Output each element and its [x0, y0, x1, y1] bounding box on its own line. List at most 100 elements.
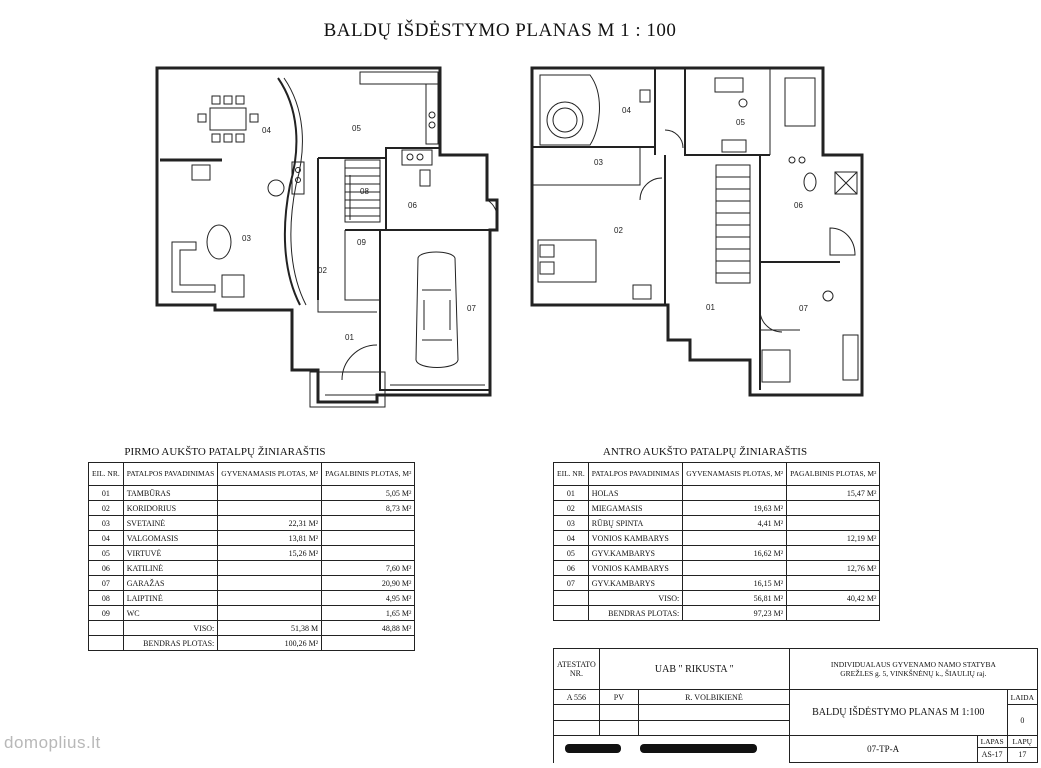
cell	[217, 575, 323, 591]
cell: 20,90 M²	[321, 575, 416, 591]
total-living: 51,38 M	[217, 620, 323, 636]
p1-room-09: 09	[357, 238, 366, 247]
cell: 04	[553, 530, 589, 546]
cell: 05	[88, 545, 124, 561]
cell	[217, 500, 323, 516]
cell: 12,19 M²	[786, 530, 881, 546]
cell	[682, 560, 788, 576]
p2-room-01: 01	[706, 303, 715, 312]
cell	[682, 530, 788, 546]
cell: 4,41 M²	[682, 515, 788, 531]
cell	[217, 590, 323, 606]
cell: 03	[553, 515, 589, 531]
p1-room-01: 01	[345, 333, 354, 342]
cell: 13,81 M²	[217, 530, 323, 546]
redaction-mark	[565, 744, 621, 753]
cell: 7,60 M²	[321, 560, 416, 576]
watermark: domoplius.lt	[4, 733, 101, 752]
table1-header: EIL. NR.	[88, 462, 124, 486]
table2-grand-row: BENDRAS PLOTAS:97,23 M²	[553, 605, 881, 621]
p1-room-04: 04	[262, 126, 271, 135]
cell: 8,73 M²	[321, 500, 416, 516]
cell	[217, 560, 323, 576]
p1-room-08: 08	[360, 187, 369, 196]
cell: 07	[553, 575, 589, 591]
total-label: VISO:	[587, 590, 684, 606]
first-floor-plan: 01 02 03 04 05 06 07 08 09	[155, 66, 499, 408]
p2-room-06: 06	[794, 201, 803, 210]
drawing-code: 07-TP-A	[788, 734, 978, 764]
table1-header: PAGALBINIS PLOTAS, M²	[321, 462, 416, 486]
cell: 16,62 M²	[682, 545, 788, 561]
cell: 5,05 M²	[321, 485, 416, 501]
cell	[786, 545, 881, 561]
cell: MIEGAMASIS	[587, 500, 684, 516]
cell: 09	[88, 605, 124, 621]
floor-plans: 01 02 03 04 05 06 07 08 09	[155, 66, 864, 408]
table2-header: PATALPOS PAVADINIMAS	[587, 462, 684, 486]
table1-header: PATALPOS PAVADINIMAS	[122, 462, 219, 486]
table2: EIL. NR. PATALPOS PAVADINIMAS GYVENAMASI…	[553, 462, 881, 621]
cell	[682, 485, 788, 501]
cell: 4,95 M²	[321, 590, 416, 606]
cell: 04	[88, 530, 124, 546]
grand-value: 100,26 M²	[217, 635, 323, 651]
cell: VONIOS KAMBARYS	[587, 560, 684, 576]
drawing-title: BALDŲ IŠDĖSTYMO PLANAS M 1 : 100	[323, 20, 677, 41]
cell: 15,26 M²	[217, 545, 323, 561]
p2-room-04: 04	[622, 106, 631, 115]
cell: HOLAS	[587, 485, 684, 501]
table1: EIL. NR. PATALPOS PAVADINIMAS GYVENAMASI…	[88, 462, 416, 651]
p1-room-05: 05	[352, 124, 361, 133]
cell	[321, 515, 416, 531]
cell	[217, 605, 323, 621]
cell: KATILINĖ	[122, 560, 219, 576]
cell: 01	[553, 485, 589, 501]
cell	[321, 530, 416, 546]
cell: 06	[88, 560, 124, 576]
cell: 06	[553, 560, 589, 576]
table2-title: ANTRO AUKŠTO PATALPŲ ŽINIARAŠTIS	[602, 446, 808, 458]
cell	[217, 485, 323, 501]
cell	[786, 575, 881, 591]
cell: 12,76 M²	[786, 560, 881, 576]
table2-header-row: EIL. NR. PATALPOS PAVADINIMAS GYVENAMASI…	[553, 462, 881, 486]
project-address: GREŽLES g. 5, VINKŠNĖNŲ k., ŠIAULIŲ raj.	[840, 669, 987, 679]
cell: VIRTUVĖ	[122, 545, 219, 561]
laida-value: 0	[1006, 704, 1039, 736]
cell: TAMBŪRAS	[122, 485, 219, 501]
total-aux: 40,42 M²	[786, 590, 881, 606]
p1-room-07: 07	[467, 304, 476, 313]
table2-header: PAGALBINIS PLOTAS, M²	[786, 462, 881, 486]
cell: 01	[88, 485, 124, 501]
cell: 15,47 M²	[786, 485, 881, 501]
table1-header: GYVENAMASIS PLOTAS, M²	[217, 462, 323, 486]
second-floor-plan: 01 02 03 04 05 06 07	[530, 66, 864, 397]
total-living: 56,81 M²	[682, 590, 788, 606]
p2-room-07: 07	[799, 304, 808, 313]
table2-header: GYVENAMASIS PLOTAS, M²	[682, 462, 788, 486]
cell: RŪBŲ SPINTA	[587, 515, 684, 531]
cell	[321, 545, 416, 561]
cell: 08	[88, 590, 124, 606]
total-label: VISO:	[122, 620, 219, 636]
cell	[786, 515, 881, 531]
grand-value: 97,23 M²	[682, 605, 788, 621]
cell: 1,65 M²	[321, 605, 416, 621]
person-name: R. VOLBIKIENĖ	[638, 689, 790, 706]
lapu-value: 17	[1006, 746, 1039, 764]
